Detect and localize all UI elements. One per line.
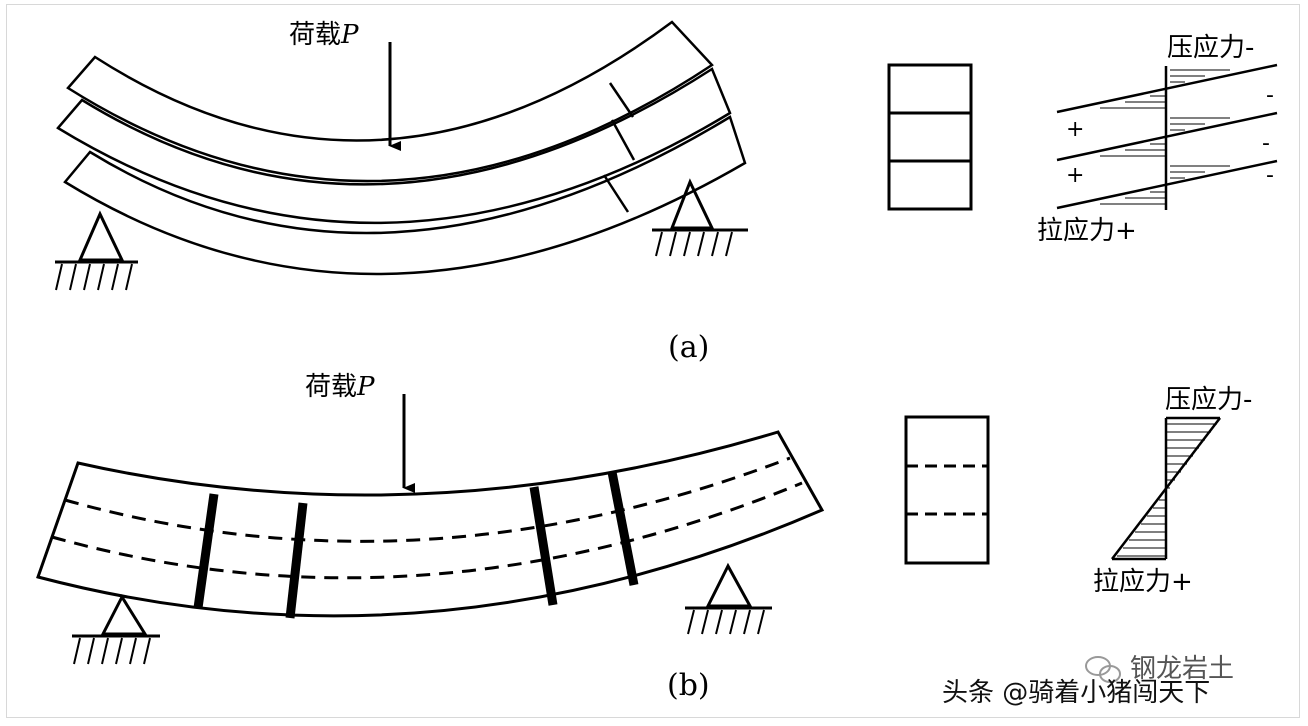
tension-label-a: 拉应力+ <box>1037 216 1137 246</box>
watermark-account: 钢龙岩土 <box>1130 654 1234 684</box>
plus-sign-1: + <box>1066 117 1084 142</box>
connector-1 <box>193 493 219 609</box>
left-support-a <box>55 210 138 291</box>
stress-lines-a <box>1056 63 1278 210</box>
cross-section-b <box>904 415 990 565</box>
left-support-b <box>72 593 160 665</box>
caption-b: (b) <box>667 668 710 703</box>
plus-sign-2: + <box>1066 163 1084 188</box>
load-label-b: 荷载P <box>305 372 375 402</box>
caption-a: (a) <box>668 330 709 365</box>
tension-label-b: 拉应力+ <box>1093 567 1193 597</box>
minus-sign-1: - <box>1266 83 1274 108</box>
interface-dashed-lines-b <box>51 456 803 580</box>
compression-label-a: 压应力- <box>1167 33 1254 63</box>
load-label-a: 荷载P <box>289 20 359 50</box>
minus-sign-3: - <box>1266 163 1274 188</box>
right-support-b <box>685 562 772 635</box>
shear-connectors-b <box>193 471 639 619</box>
cross-section-a <box>887 63 973 211</box>
layer-middle <box>56 67 732 225</box>
slip-line-1 <box>608 82 635 118</box>
stress-hatch-a <box>1100 69 1230 205</box>
diagram-b: 荷载P <box>36 372 1252 703</box>
compression-label-b: 压应力- <box>1165 385 1252 415</box>
stress-line-b <box>1111 417 1221 560</box>
layer-top <box>66 20 714 183</box>
watermark: 钢龙岩土 头条 @骑着小猪闯天下 <box>942 654 1234 708</box>
connector-4 <box>607 471 639 586</box>
image-frame <box>6 4 1300 718</box>
watermark-credit: 头条 @骑着小猪闯天下 <box>942 678 1210 708</box>
right-support-a <box>652 178 748 257</box>
diagram-a: 荷载P <box>55 20 1278 365</box>
layered-beam-a <box>56 20 747 276</box>
wechat-icon <box>1085 656 1121 683</box>
layer-bottom <box>63 115 747 276</box>
stress-diagram-b: 压应力- 拉应力+ <box>1093 385 1252 597</box>
connector-2 <box>285 502 308 619</box>
composite-beam-b <box>36 430 825 618</box>
connector-3 <box>529 486 558 606</box>
slip-line-3 <box>602 174 630 213</box>
slip-line-2 <box>610 119 636 161</box>
minus-sign-2: - <box>1262 131 1270 156</box>
stress-diagram-a: 压应力- 拉应力+ - - - + + <box>1037 33 1278 246</box>
